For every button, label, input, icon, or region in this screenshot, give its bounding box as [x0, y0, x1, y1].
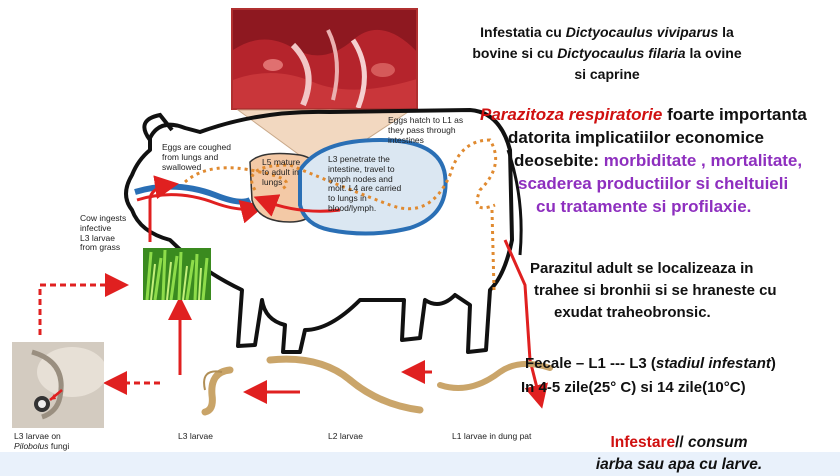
impact-text: Parazitoza respiratorie foarte important…: [480, 103, 840, 218]
grass-image: [143, 248, 211, 300]
label-l2-larvae: L2 larvae: [328, 432, 363, 442]
arrow-pilobolus-to-grass: [40, 285, 120, 335]
label-cow-ingests: Cow ingests infective L3 larvae from gra…: [80, 214, 126, 253]
label-eggs-hatch: Eggs hatch to L1 as they pass through in…: [388, 116, 463, 145]
l3-larva-shape: [205, 370, 230, 412]
infestation-text: Infestare// consum iarba sau apa cu larv…: [520, 432, 838, 476]
label-l3-penetrate: L3 penetrate the intestine, travel to ly…: [328, 155, 401, 214]
header-text: Infestatia cu Dictyocaulus viviparus la …: [432, 22, 782, 85]
exit-path-dotted: [492, 210, 494, 290]
location-text: Parazitul adult se localizeaza in trahee…: [530, 258, 835, 324]
cycle-text: Fecale – L1 --- L3 (stadiul infestant) I…: [521, 352, 831, 400]
label-l3-pilobolus: L3 larvae on Pilobolus fungi: [14, 432, 69, 452]
label-l3-larvae: L3 larvae: [178, 432, 213, 442]
l2-larva-shape: [270, 359, 420, 410]
label-eggs-coughed: Eggs are coughed from lungs and swallowe…: [162, 143, 231, 172]
label-l5-mature: L5 mature to adult in lungs: [262, 158, 300, 187]
pilobolus-photo: [12, 342, 104, 428]
